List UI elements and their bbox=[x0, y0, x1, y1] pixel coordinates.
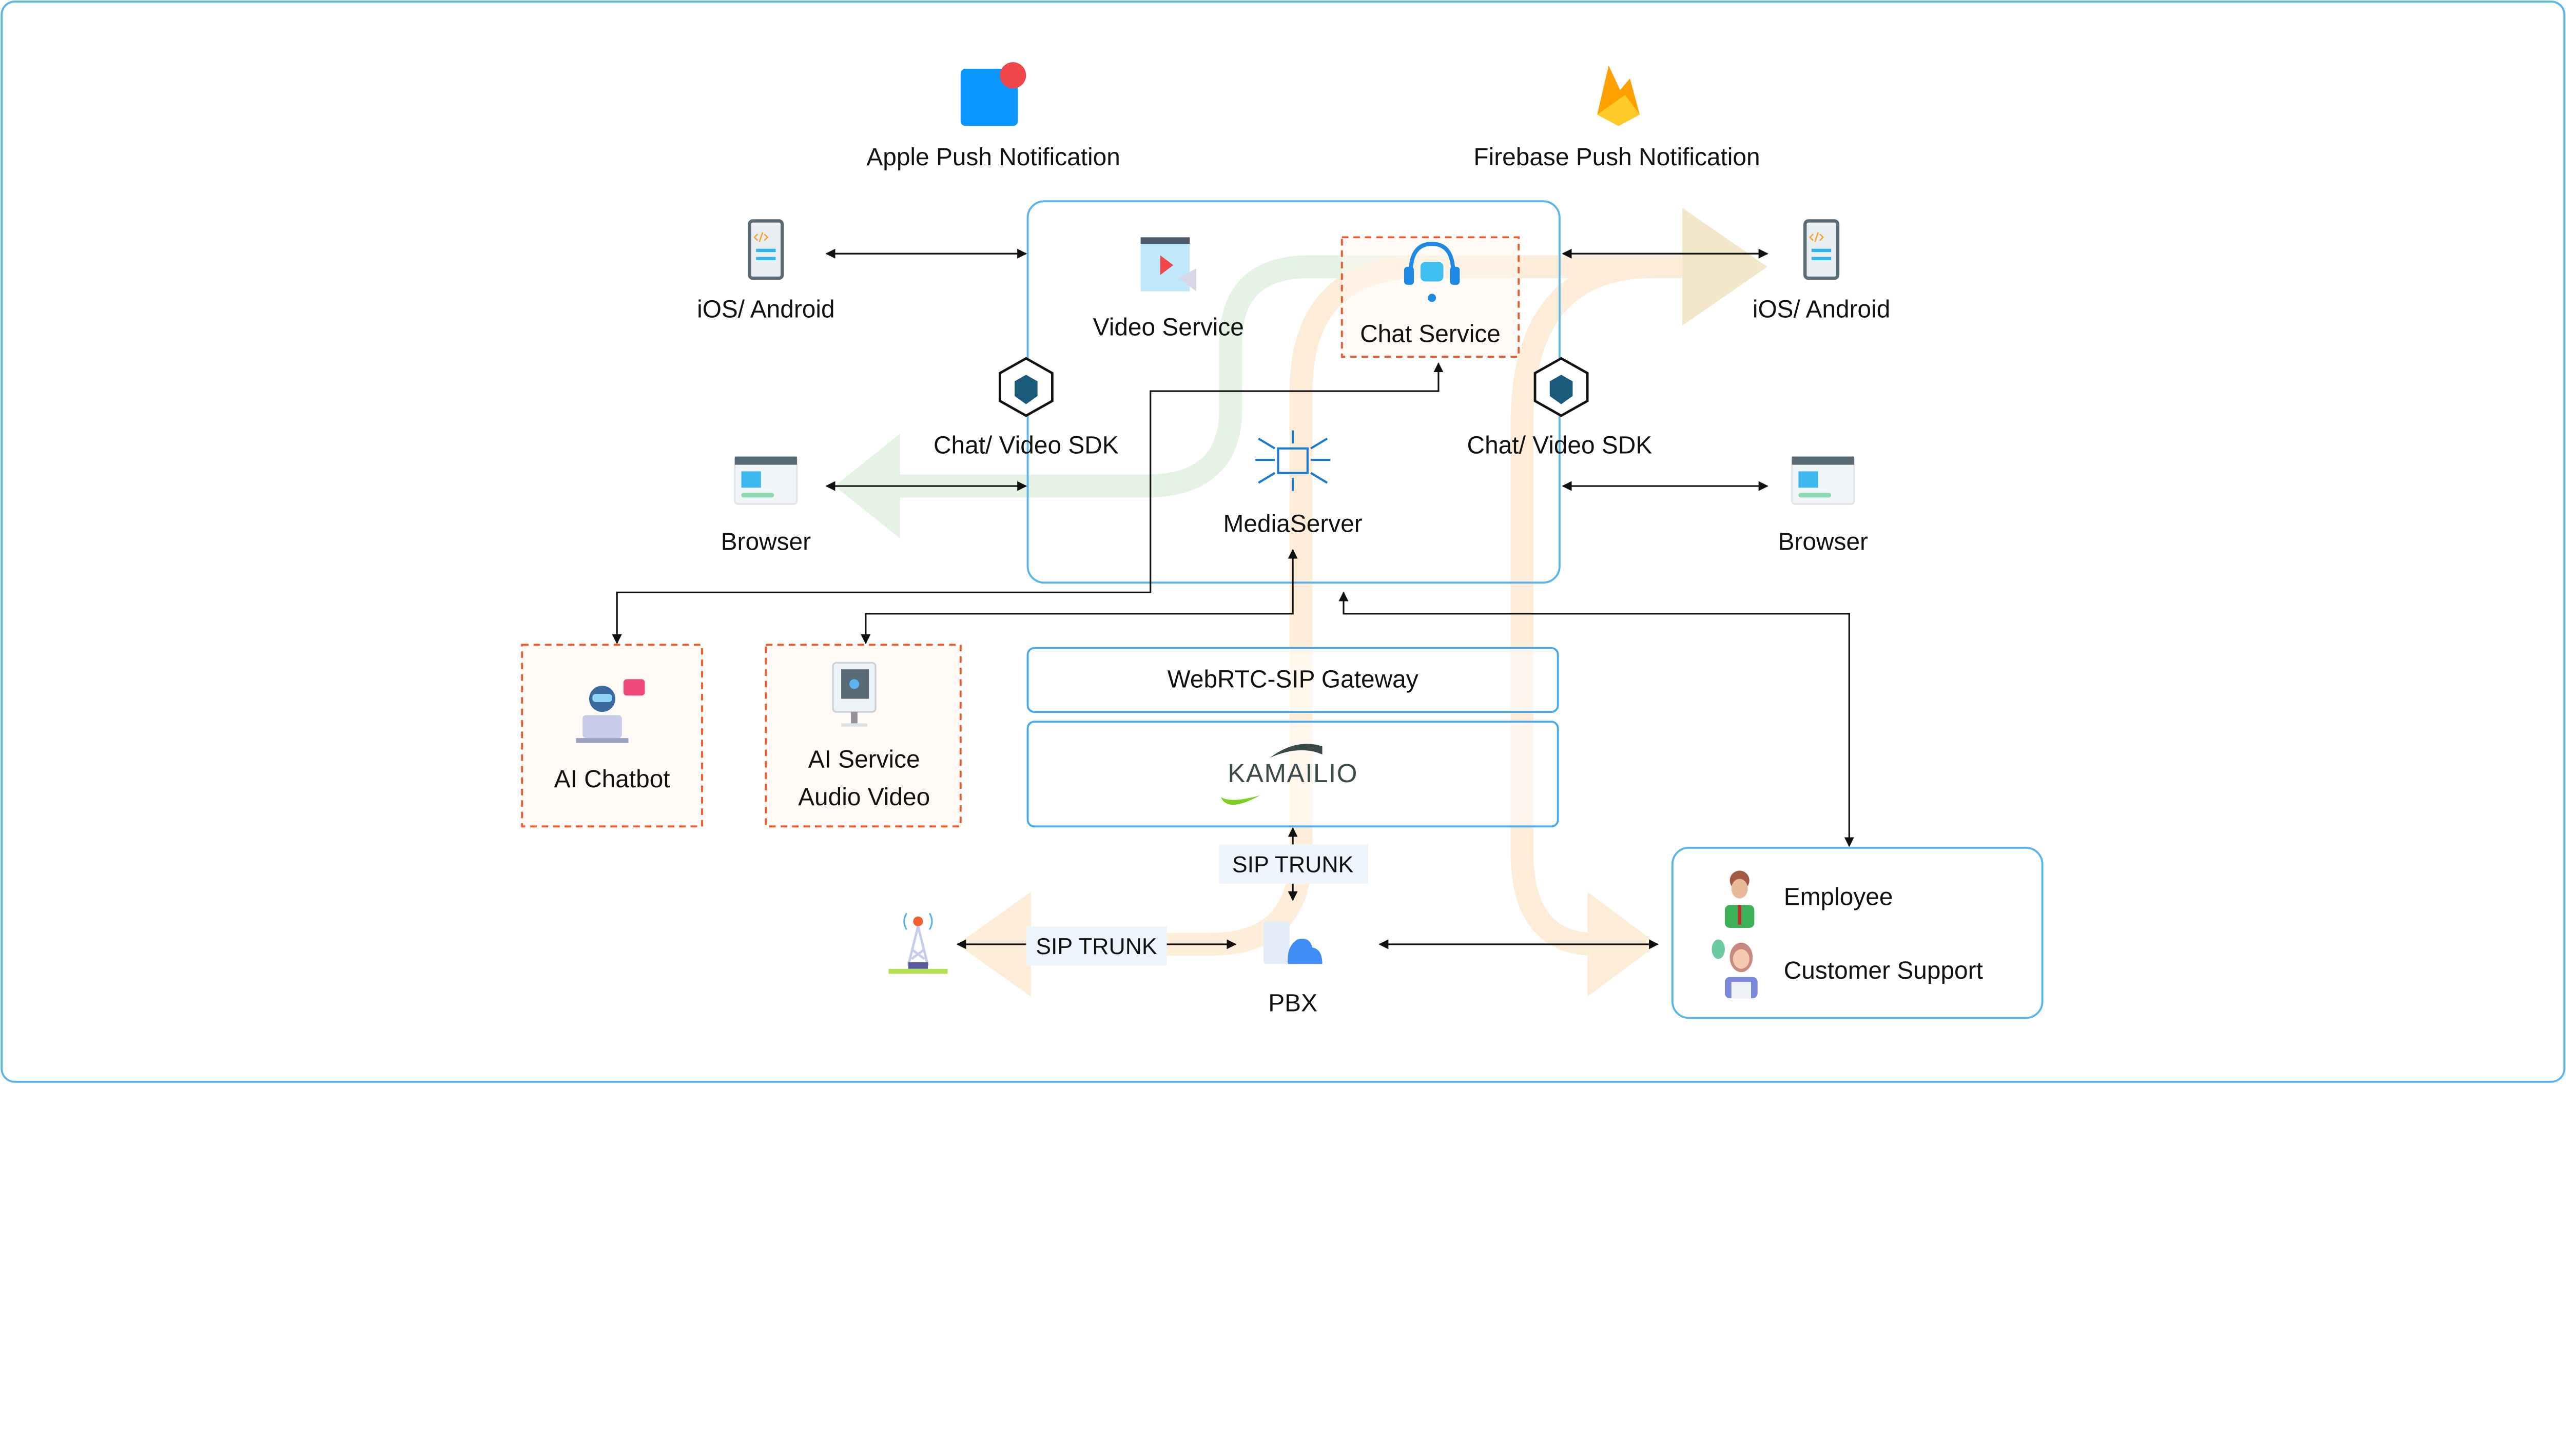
kamailio-logo-text: KAMAILIO bbox=[1228, 759, 1358, 788]
left-browser-icon bbox=[734, 456, 798, 505]
right-mobile-icon bbox=[1803, 219, 1840, 280]
kamailio-logo: KAMAILIO bbox=[1220, 744, 1358, 805]
robot-icon bbox=[576, 679, 645, 743]
firebase-push-label: Firebase Push Notification bbox=[1473, 144, 1760, 171]
apple-push-icon bbox=[960, 62, 1026, 126]
orange-flow-arrowhead-right bbox=[1682, 207, 1767, 326]
ai-service-label-line2: Audio Video bbox=[798, 784, 930, 811]
video-service-label: Video Service bbox=[1093, 314, 1244, 341]
right-mobile-label: iOS/ Android bbox=[1753, 296, 1891, 323]
customer-support-icon bbox=[1712, 939, 1758, 999]
sip-trunk-horizontal-label: SIP TRUNK bbox=[1036, 934, 1157, 959]
left-sdk-cube-icon bbox=[998, 357, 1054, 417]
orange-flow-band-down bbox=[1510, 255, 1653, 956]
employee-label: Employee bbox=[1784, 883, 1893, 910]
connector-services-employees bbox=[1338, 591, 1854, 847]
employee-icon bbox=[1724, 870, 1755, 928]
left-mobile-label: iOS/ Android bbox=[697, 296, 835, 323]
people-box bbox=[1671, 846, 2044, 1019]
firebase-icon bbox=[1597, 65, 1640, 126]
cell-tower-icon bbox=[888, 913, 948, 974]
left-browser-label: Browser bbox=[721, 528, 811, 555]
right-sdk-cube-icon bbox=[1533, 357, 1589, 417]
webrtc-sip-gateway-box[interactable] bbox=[1026, 647, 1559, 713]
architecture-diagram: Apple Push Notification Firebase Push No… bbox=[1, 1, 2565, 1083]
kamailio-box[interactable] bbox=[1026, 721, 1559, 828]
right-browser-icon bbox=[1791, 456, 1855, 505]
left-sdk-label: Chat/ Video SDK bbox=[934, 432, 1119, 459]
ai-book-monitor-icon bbox=[832, 662, 877, 727]
customer-support-label: Customer Support bbox=[1784, 957, 1983, 984]
media-server-label: MediaServer bbox=[1223, 510, 1363, 537]
connector-chatbot-chat bbox=[612, 362, 1444, 645]
chat-service-label: Chat Service bbox=[1360, 320, 1501, 347]
sip-trunk-horizontal-badge bbox=[1026, 926, 1167, 966]
webrtc-sip-gateway-label: WebRTC-SIP Gateway bbox=[1168, 666, 1418, 693]
sip-trunk-vertical-label: SIP TRUNK bbox=[1232, 852, 1354, 878]
headset-chat-icon bbox=[1404, 242, 1460, 302]
pbx-label: PBX bbox=[1268, 990, 1317, 1017]
apple-push-label: Apple Push Notification bbox=[866, 144, 1120, 171]
connector-media-aiservice bbox=[861, 549, 1298, 645]
right-sdk-label: Chat/ Video SDK bbox=[1467, 432, 1653, 459]
right-browser-label: Browser bbox=[1778, 528, 1868, 555]
ai-service-label-line1: AI Service bbox=[808, 746, 920, 773]
video-service-icon[interactable] bbox=[1140, 237, 1196, 292]
ai-chatbot-label: AI Chatbot bbox=[554, 766, 670, 793]
media-server-icon[interactable] bbox=[1255, 430, 1331, 491]
pbx-cloud-server-icon bbox=[1263, 921, 1323, 964]
sip-trunk-vertical-badge bbox=[1219, 844, 1368, 884]
left-mobile-icon bbox=[748, 219, 784, 280]
